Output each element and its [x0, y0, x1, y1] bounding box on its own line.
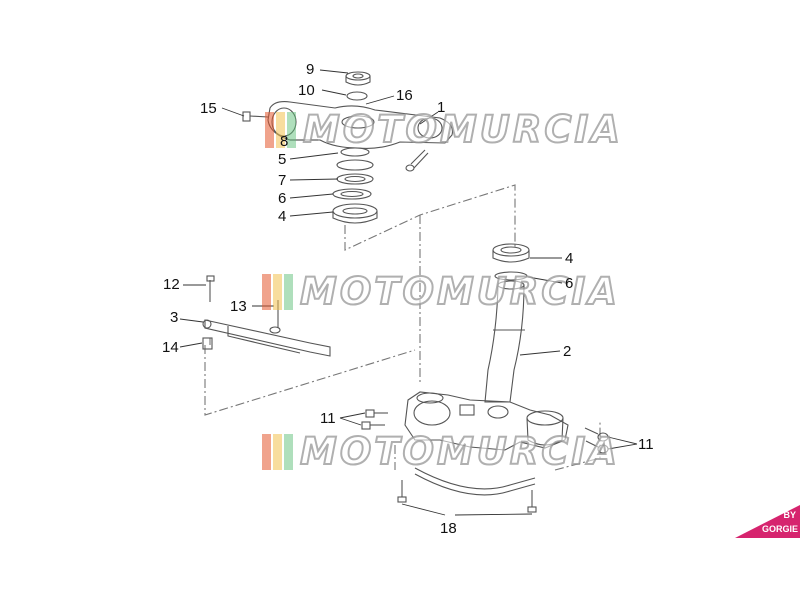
callout-1: 1: [437, 99, 446, 116]
bearing-stack: [332, 147, 378, 224]
bolts-11-left: [361, 409, 388, 430]
callout-8: 8: [280, 133, 289, 150]
leader-lines: [179, 69, 638, 516]
callout-13: 13: [230, 298, 247, 315]
bracket-18: [397, 467, 537, 513]
callout-12: 12: [163, 276, 180, 293]
callout-4-right: 4: [565, 250, 574, 267]
watermark-text: MOTOMURCIA: [299, 269, 620, 314]
callout-18: 18: [440, 520, 457, 537]
watermark-logo-icon: [265, 112, 296, 148]
callout-7: 7: [278, 172, 287, 189]
reference-lines: [204, 184, 601, 471]
pin-assembly: [202, 275, 331, 357]
callout-14: 14: [162, 339, 179, 356]
callout-2: 2: [563, 343, 572, 360]
watermark: MOTOMURCIA: [262, 429, 618, 474]
callout-4-top: 4: [278, 208, 287, 225]
bolt-1: [405, 149, 429, 172]
watermark: MOTOMURCIA: [262, 269, 618, 314]
top-cap-nut: [345, 71, 371, 86]
callout-6-top: 6: [278, 190, 287, 207]
callout-5: 5: [278, 151, 287, 168]
watermark: MOTOMURCIA: [265, 107, 621, 152]
callout-9: 9: [306, 61, 315, 78]
badge-text-by: BY: [783, 510, 796, 520]
callout-10: 10: [298, 82, 315, 99]
callout-3: 3: [170, 309, 179, 326]
washer: [346, 91, 368, 101]
watermark-text: MOTOMURCIA: [302, 107, 623, 152]
callout-11-left: 11: [320, 410, 336, 427]
lower-bearing: [492, 243, 530, 281]
steering-stem: [484, 280, 525, 403]
badge-text-gorgie: GORGIE: [761, 524, 798, 534]
lower-triple-clamp: [404, 391, 569, 451]
callout-6-right: 6: [565, 275, 574, 292]
callout-15: 15: [200, 100, 217, 117]
watermark-logo-icon: [262, 274, 293, 310]
callout-11-right: 11: [638, 436, 654, 453]
watermark-text: MOTOMURCIA: [299, 429, 620, 474]
badge-shape: [735, 505, 800, 538]
callout-16: 16: [396, 87, 413, 104]
watermark-logo-icon: [262, 434, 293, 470]
